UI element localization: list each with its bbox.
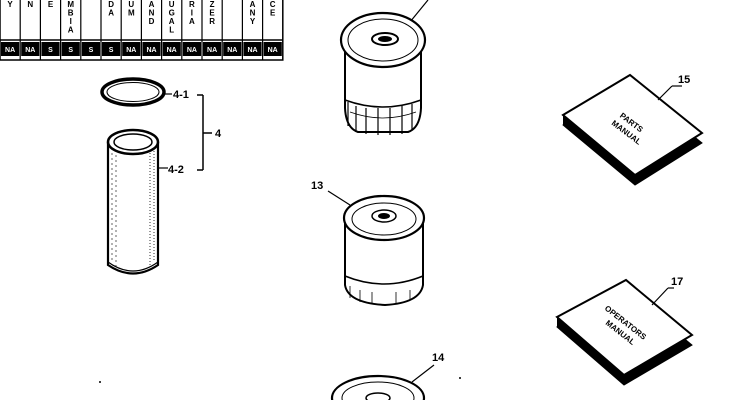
table-header-letter: Y bbox=[7, 0, 13, 9]
table-code-0: NA bbox=[5, 47, 15, 54]
table-code-11: NA bbox=[227, 47, 237, 54]
table-header-letter: M bbox=[128, 9, 135, 18]
table-code-1: NA bbox=[25, 47, 35, 54]
table-code-cell bbox=[41, 42, 60, 56]
table-header-letter: A bbox=[169, 17, 175, 26]
table-code-cell bbox=[142, 42, 161, 56]
table-code-4: S bbox=[89, 47, 94, 54]
table-header-letter: N bbox=[27, 0, 33, 9]
table-header-letter: A bbox=[250, 0, 256, 9]
table-header-letter: D bbox=[149, 17, 155, 26]
o-ring-part bbox=[100, 77, 166, 107]
callout-15: 15 bbox=[678, 74, 690, 86]
table-code-cell bbox=[203, 42, 222, 56]
table-header-letter: R bbox=[189, 0, 195, 9]
table-code-cell bbox=[102, 42, 121, 56]
table-code-cell bbox=[81, 42, 100, 56]
table-header-letter: U bbox=[128, 0, 134, 9]
spin-on-filter-13-part bbox=[327, 190, 426, 307]
table-header-letter: E bbox=[48, 0, 54, 9]
table-code-cell bbox=[243, 42, 262, 56]
table-header-letter: C bbox=[270, 0, 276, 9]
table-code-cell bbox=[61, 42, 80, 56]
table-code-5: S bbox=[109, 47, 114, 54]
table-header-letter: R bbox=[209, 17, 215, 26]
table-header-letter: U bbox=[169, 0, 175, 9]
table-code-cell bbox=[21, 42, 40, 56]
table-code-2: S bbox=[48, 47, 53, 54]
table-header-letter: L bbox=[169, 26, 174, 35]
callout-4-2: 4-2 bbox=[168, 164, 184, 176]
table-header-letter: A bbox=[149, 0, 155, 9]
table-code-7: NA bbox=[146, 47, 156, 54]
callout-14: 14 bbox=[432, 352, 445, 364]
table-header-letter: N bbox=[149, 9, 155, 18]
scan-speck bbox=[459, 377, 461, 379]
callout-bracket-4 bbox=[158, 93, 212, 171]
table-header-letter: A bbox=[189, 17, 195, 26]
table-code-cell bbox=[182, 42, 201, 56]
callout-4-1: 4-1 bbox=[173, 89, 189, 101]
table-header-letter: A bbox=[108, 9, 114, 18]
table-header-letter: I bbox=[70, 17, 72, 26]
table-code-10: NA bbox=[207, 47, 217, 54]
scan-speck bbox=[99, 381, 101, 383]
table-code-cell bbox=[223, 42, 242, 56]
table-header-letter: E bbox=[209, 9, 215, 18]
table-header-letter: B bbox=[68, 9, 74, 18]
table-code-cell bbox=[263, 42, 282, 56]
table-header-letter: Z bbox=[210, 0, 215, 9]
callout-17: 17 bbox=[671, 276, 683, 288]
table-header-letter: N bbox=[250, 9, 256, 18]
table-header-letter: G bbox=[169, 9, 175, 18]
table-code-6: NA bbox=[126, 47, 136, 54]
table-code-9: NA bbox=[187, 47, 197, 54]
table-header-letter: Y bbox=[250, 17, 256, 26]
table-code-cell bbox=[1, 42, 20, 56]
large-filter-canister-part bbox=[339, 0, 429, 135]
table-header-letter: M bbox=[67, 0, 74, 9]
table-code-8: NA bbox=[167, 47, 177, 54]
filter-14-part bbox=[330, 364, 435, 400]
table-header-letter: A bbox=[68, 26, 74, 35]
operators-manual-book: OPERATORS MANUAL bbox=[555, 278, 694, 386]
table-code-13: NA bbox=[268, 47, 278, 54]
table-header-letter: D bbox=[108, 0, 114, 9]
filter-element-part bbox=[106, 128, 160, 275]
table-header-letter: I bbox=[191, 9, 193, 18]
table-header-letter: E bbox=[270, 9, 276, 18]
table-code-3: S bbox=[68, 47, 73, 54]
table-code-cell bbox=[162, 42, 181, 56]
table-code-cell bbox=[122, 42, 141, 56]
table-code-12: NA bbox=[247, 47, 257, 54]
callout-13: 13 bbox=[311, 180, 323, 192]
parts-manual-book: PARTS MANUAL bbox=[561, 73, 704, 186]
callout-4: 4 bbox=[215, 128, 222, 140]
